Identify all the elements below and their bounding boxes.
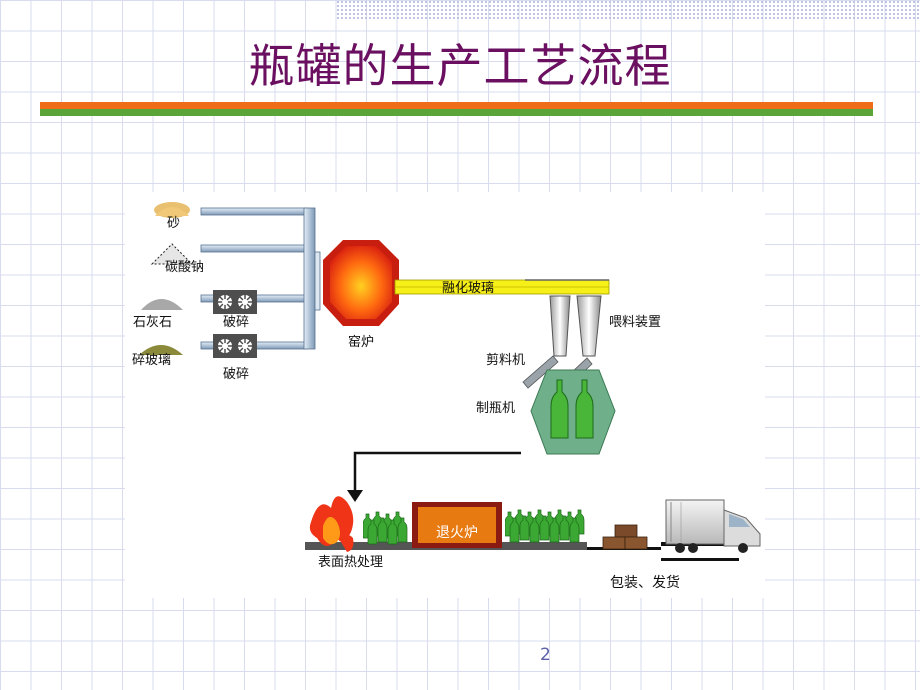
bottles-before-lehr: [363, 511, 408, 545]
limestone-pile: [141, 299, 183, 310]
label-cullet: 碎玻璃: [132, 353, 172, 368]
label-crush-2: 破碎: [223, 367, 250, 382]
label-molten-glass: 融化玻璃: [442, 281, 495, 296]
label-limestone: 石灰石: [133, 315, 173, 330]
soda-ash-pile: [150, 243, 194, 265]
top-pattern-band: [336, 0, 920, 20]
process-diagram: 砂 碳酸钠 石灰石 碎玻璃 破碎 破碎 窑炉 融化玻璃 喂料装置 剪料机 制瓶机…: [125, 192, 765, 598]
label-feeder: 喂料装置: [609, 315, 662, 330]
label-pack-ship: 包装、发货: [610, 575, 680, 591]
label-furnace: 窑炉: [348, 335, 375, 350]
label-lehr: 退火炉: [436, 525, 478, 541]
process-diagram-graphic: [139, 202, 761, 561]
label-crush-1: 破碎: [223, 315, 250, 330]
label-sand: 砂: [167, 216, 181, 231]
slide-title: 瓶罐的生产工艺流程: [248, 39, 672, 93]
cullet-pile: [139, 345, 183, 355]
bottles-after-lehr: [505, 509, 585, 543]
title-underline-green: [40, 109, 873, 116]
label-soda-ash: 碳酸钠: [165, 260, 205, 275]
label-surface-treatment: 表面热处理: [318, 555, 384, 570]
label-shear: 剪料机: [486, 353, 526, 368]
label-bottle-machine: 制瓶机: [476, 401, 516, 416]
title-underline-orange: [40, 102, 873, 109]
page-number: 2: [540, 645, 551, 665]
